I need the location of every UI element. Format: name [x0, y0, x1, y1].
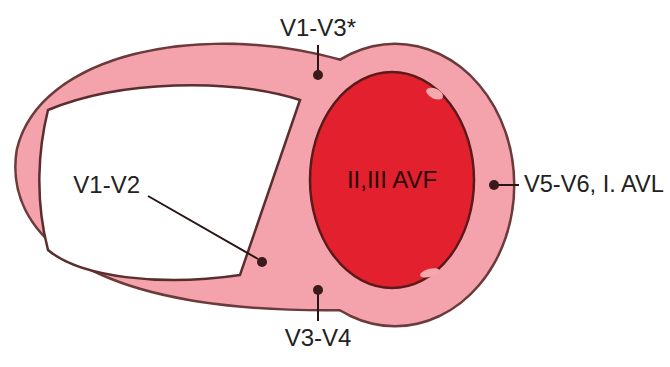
lead-dot — [313, 285, 323, 295]
left-ventricle-wall — [277, 45, 513, 325]
leader-line — [317, 293, 319, 321]
left-ventricle-cavity — [310, 72, 474, 288]
highlight — [419, 266, 440, 279]
lead-label: V1-V3* — [280, 16, 356, 40]
lead-label: V1-V2 — [73, 173, 140, 197]
leader-line — [497, 184, 519, 186]
lead-group-label: II,III AVF — [347, 168, 437, 192]
leader-line — [148, 196, 258, 259]
highlight — [424, 85, 445, 102]
ventricle-cavity: II,III AVF — [310, 72, 474, 288]
lead-dot — [489, 180, 499, 190]
lead-dot — [313, 70, 323, 80]
lead-dot — [257, 257, 267, 267]
lead-label: V3-V4 — [285, 326, 352, 350]
left-ventricle-wall-fill — [277, 45, 513, 325]
leader-line — [317, 45, 319, 72]
right-ventricle-cavity — [39, 85, 300, 280]
lead-label: V5-V6, I. AVL — [524, 173, 664, 197]
